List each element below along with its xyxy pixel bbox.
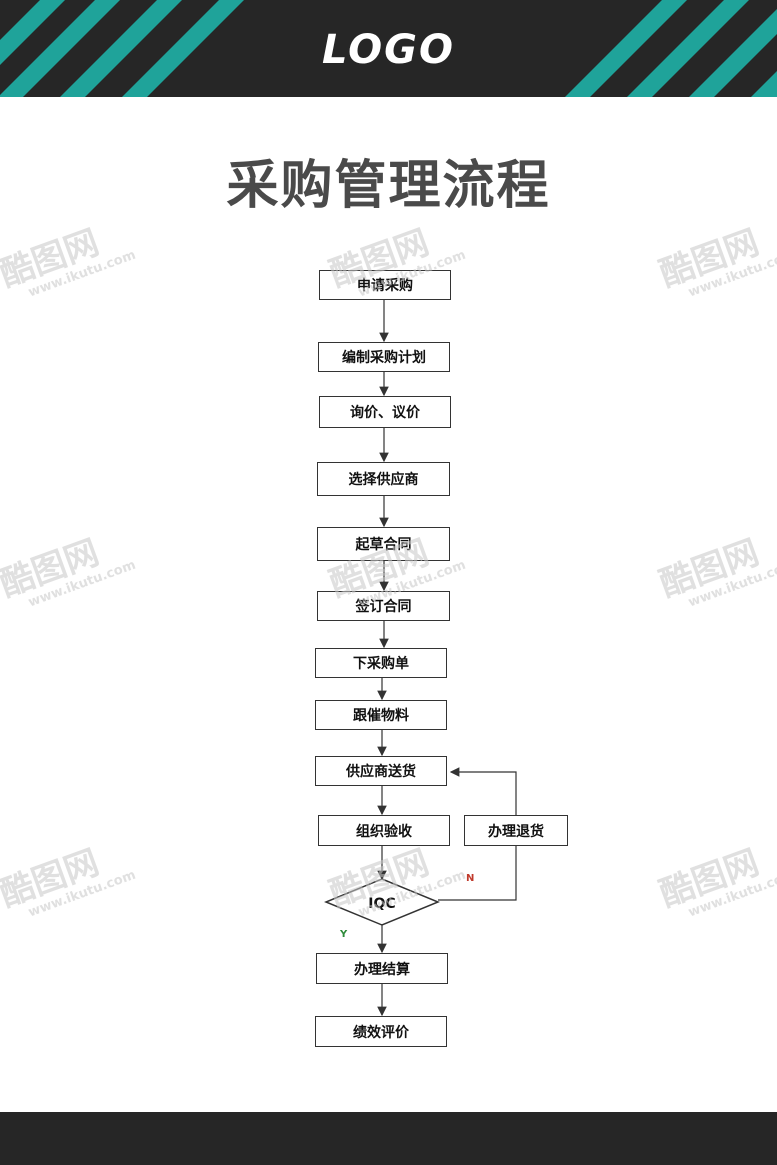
node-inquiry: 询价、议价 bbox=[319, 396, 451, 428]
node-sign-contract: 签订合同 bbox=[317, 591, 450, 621]
footer-bar bbox=[0, 1112, 777, 1165]
iqc-label: IQC bbox=[368, 896, 395, 912]
node-evaluation: 绩效评价 bbox=[315, 1016, 447, 1047]
branch-no-label: N bbox=[466, 873, 475, 884]
node-delivery: 供应商送货 bbox=[315, 756, 447, 786]
node-settlement: 办理结算 bbox=[316, 953, 448, 984]
stripe-decoration bbox=[0, 0, 777, 97]
node-draft-contract: 起草合同 bbox=[317, 527, 450, 561]
iqc-diamond bbox=[324, 878, 440, 926]
header-banner: LOGO bbox=[0, 0, 777, 97]
node-plan: 编制采购计划 bbox=[318, 342, 450, 372]
node-follow-up: 跟催物料 bbox=[315, 700, 447, 730]
node-inspection: 组织验收 bbox=[318, 815, 450, 846]
arrow-iqc-return bbox=[438, 846, 517, 901]
page-title: 采购管理流程 bbox=[226, 156, 551, 216]
node-place-order: 下采购单 bbox=[315, 648, 447, 678]
arrow-return-delivery bbox=[449, 767, 517, 815]
node-apply: 申请采购 bbox=[319, 270, 451, 300]
node-select-supplier: 选择供应商 bbox=[317, 462, 450, 496]
node-return-goods: 办理退货 bbox=[464, 815, 568, 846]
logo: LOGO bbox=[322, 27, 455, 73]
branch-yes-label: Y bbox=[340, 929, 348, 940]
